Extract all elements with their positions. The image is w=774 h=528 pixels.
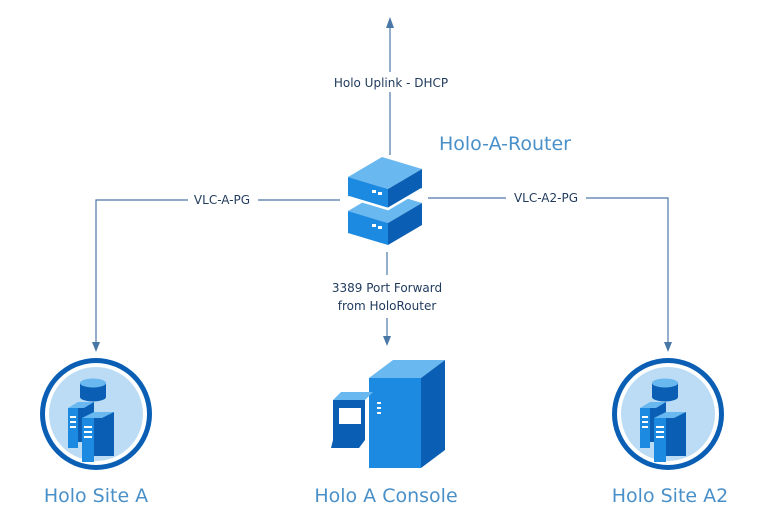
port-forward-label-line1: 3389 Port Forward [332,281,442,295]
vlc-a2-label: VLC-A2-PG [514,191,578,205]
vlc-a2-arrowhead [664,342,672,352]
uplink-label: Holo Uplink - DHCP [334,76,448,90]
port-forward-arrowhead [383,336,391,346]
site-a2-label: Holo Site A2 [612,485,728,507]
site-a-label: Holo Site A [44,485,148,507]
console-server-icon [331,360,445,468]
router-label: Holo-A-Router [439,133,571,155]
site-a2-server-cluster-icon [612,358,724,470]
vlc-a-edge [95,199,340,342]
uplink-arrowhead [386,17,394,28]
console-label: Holo A Console [314,485,457,507]
vlc-a-arrowhead [92,342,100,352]
vlc-a-label: VLC-A-PG [194,193,250,207]
router-icon [347,157,423,245]
port-forward-label-line2: from HoloRouter [338,299,437,313]
site-a-server-cluster-icon [40,358,152,470]
vlc-a2-edge [428,197,669,342]
